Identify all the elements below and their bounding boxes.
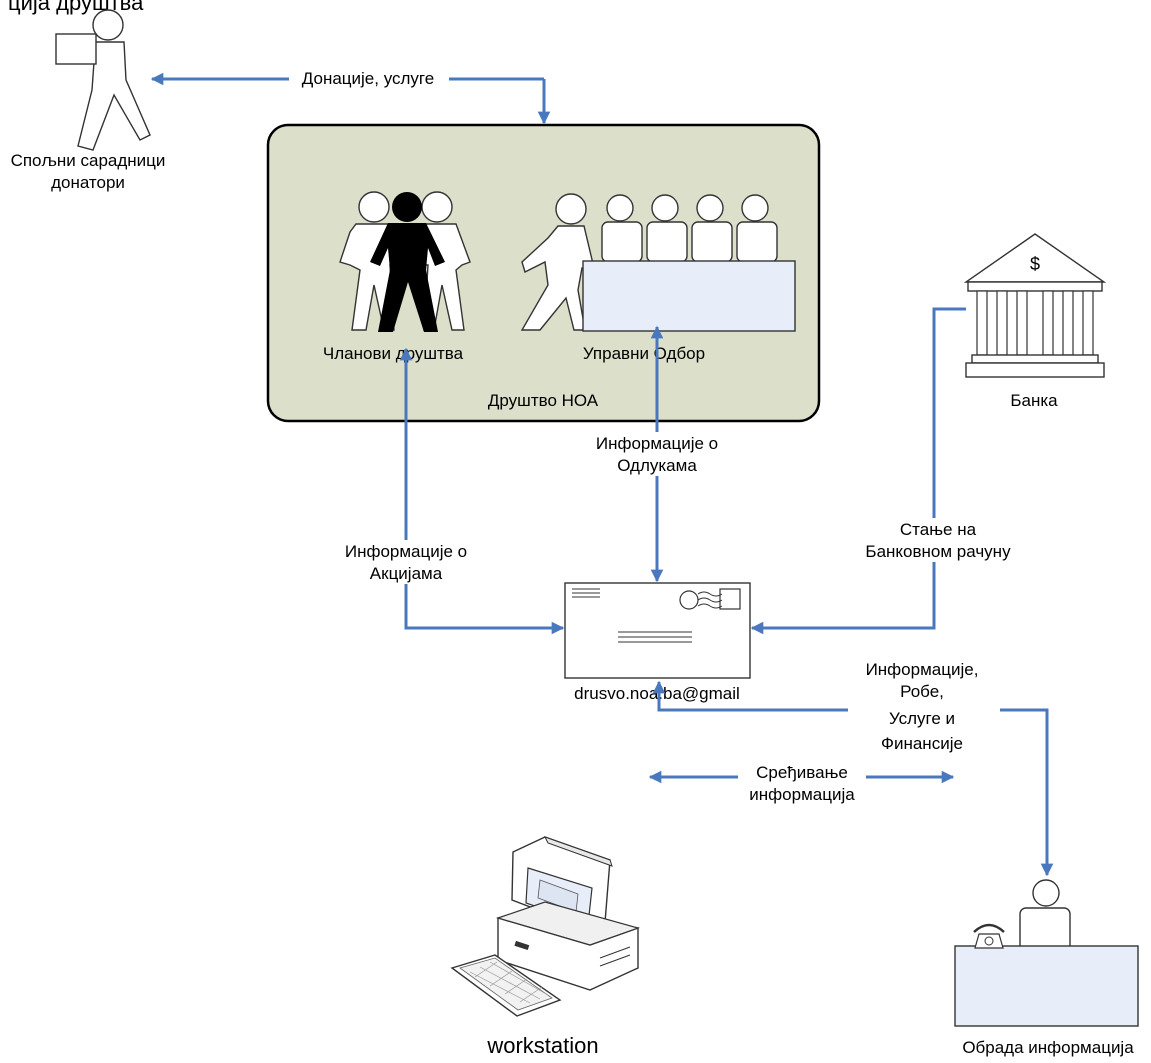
flow-actions-label-line1: Информације о <box>345 542 467 561</box>
flow-info-label-line3: Услуге и <box>889 709 955 728</box>
workstation-icon <box>450 836 640 1017</box>
organization-label: Друштво НОА <box>488 391 599 410</box>
members-label: Чланови друштва <box>323 344 464 363</box>
members-icon <box>339 191 471 332</box>
bank-symbol: $ <box>1030 254 1040 274</box>
email-envelope-icon <box>564 582 751 679</box>
flow-donations-label: Донације, услуге <box>302 69 434 88</box>
flow-bank-label-line1: Стање на <box>900 520 977 539</box>
board-icon <box>520 193 796 332</box>
flow-decisions-label-line2: Одлукама <box>617 456 697 475</box>
flow-bank-label-line2: Банковном рачуну <box>865 542 1011 561</box>
arrow-members-email <box>399 347 565 635</box>
page-title-partial: ција друштва <box>8 0 144 15</box>
board-label: Управни Одбор <box>583 344 705 363</box>
arrow-bank-email <box>750 307 966 635</box>
flow-info-label-line4: Финансије <box>881 734 963 753</box>
bank-label: Банка <box>1010 391 1058 410</box>
donor-label-line1: Спољни сарадници <box>11 151 166 170</box>
workstation-label: workstation <box>486 1033 598 1058</box>
donor-icon <box>55 9 151 151</box>
flow-organizing-label-line2: информација <box>749 785 855 804</box>
donor-label-line2: донатори <box>51 173 125 192</box>
flow-decisions-label-line1: Информације о <box>596 434 718 453</box>
processing-label: Обрада информација <box>962 1038 1134 1057</box>
processing-icon <box>954 879 1139 1027</box>
email-label: drusvo.noa.ba@gmail <box>574 684 740 703</box>
bank-icon <box>963 233 1107 378</box>
flow-actions-label-line2: Акцијама <box>370 564 443 583</box>
flow-info-label-line2: Робе, <box>900 682 944 701</box>
flow-info-label-line1: Информације, <box>866 660 979 679</box>
flow-organizing-label-line1: Сређивање <box>756 763 848 782</box>
